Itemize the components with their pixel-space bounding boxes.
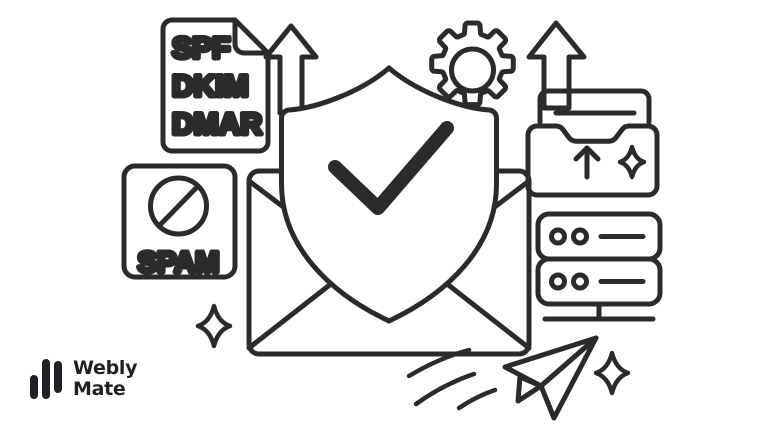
logo-bar-2 (42, 358, 50, 399)
spam-label: SPAM (138, 247, 220, 279)
document-line-2: DKIM (172, 70, 249, 103)
inbox-folder-icon (525, 88, 660, 198)
server-rack-icon (535, 211, 663, 322)
shield-icon (278, 65, 500, 324)
document-line-1: SPF (172, 32, 230, 65)
spam-card-icon (121, 163, 238, 280)
gear-icon (429, 20, 516, 108)
brand-wordmark: Webly Mate (73, 358, 137, 399)
logo-bar-1 (30, 374, 38, 399)
sparkle-icon-left (195, 303, 233, 349)
brand-logo: Webly Mate (30, 358, 137, 399)
logo-bar-3 (54, 360, 62, 393)
document-line-3: DMAR (172, 108, 262, 141)
document-file-icon (160, 17, 271, 154)
brand-name-line-1: Webly (73, 357, 138, 379)
checkmark-icon (328, 121, 454, 215)
sparkle-icon-inbox (617, 144, 647, 180)
paper-plane-icon (502, 335, 599, 421)
prohibited-circle-slash-icon (148, 175, 209, 237)
motion-lines-icon (406, 347, 498, 411)
sparkle-icon-right (593, 350, 631, 396)
arrow-up-icon-inbox (573, 145, 601, 180)
brand-name-line-2: Mate (73, 377, 126, 400)
arrow-up-icon-right (526, 20, 587, 111)
three-bars-logo-icon (30, 358, 62, 399)
